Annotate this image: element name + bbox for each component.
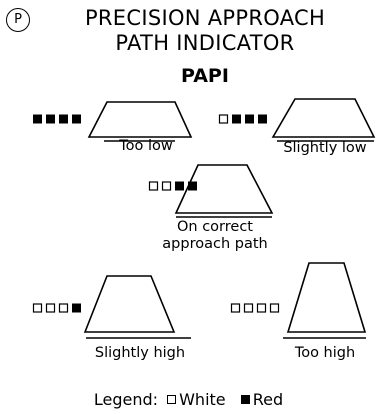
legend-white-label: White: [179, 390, 226, 409]
abbreviation: PAPI: [181, 65, 229, 87]
title-line-2: PATH INDICATOR: [115, 31, 295, 55]
red-light: [258, 114, 267, 124]
white-light: [269, 303, 280, 313]
white-light: [256, 303, 267, 313]
panel-label-slightly-high: Slightly high: [94, 345, 186, 361]
runway-trapezoid: [271, 98, 376, 138]
red-light: [188, 181, 197, 191]
panel-label-slightly-low: Slightly low: [283, 140, 367, 156]
red-light: [46, 114, 55, 124]
red-light: [33, 114, 42, 124]
legend-white-swatch: [167, 395, 177, 404]
red-light: [175, 181, 184, 191]
white-light: [218, 114, 229, 124]
red-light: [245, 114, 254, 124]
papi-panel-slightly-low: [218, 98, 376, 142]
runway-trapezoid: [286, 262, 367, 333]
legend-prefix: Legend:: [93, 390, 159, 409]
papi-panel-on-correct: [148, 164, 274, 218]
panel-label-approach-path: approach path: [162, 236, 268, 252]
white-light: [32, 303, 43, 313]
section-badge: P: [6, 8, 30, 32]
runway-trapezoid: [174, 164, 274, 214]
papi-panel-slightly-high: [32, 275, 191, 339]
white-light: [243, 303, 254, 313]
white-light: [230, 303, 241, 313]
runway-trapezoid: [83, 275, 176, 333]
papi-panel-too-low: [33, 101, 193, 142]
red-light: [232, 114, 241, 124]
runway-trapezoid: [87, 101, 193, 138]
white-light: [45, 303, 56, 313]
white-light: [161, 181, 172, 191]
legend-red-label: Red: [252, 390, 284, 409]
papi-panel-too-high: [230, 262, 367, 339]
legend: Legend: White Red: [0, 390, 377, 410]
panel-label-too-low: Too low: [119, 138, 173, 154]
white-light: [58, 303, 69, 313]
panel-label-on-correct: On correct: [177, 219, 253, 235]
legend-red-swatch: [240, 395, 250, 404]
title-line-1: PRECISION APPROACH: [84, 6, 326, 30]
red-light: [72, 114, 81, 124]
panel-label-too-high: Too high: [294, 345, 356, 361]
red-light: [59, 114, 68, 124]
red-light: [72, 303, 81, 313]
white-light: [148, 181, 159, 191]
